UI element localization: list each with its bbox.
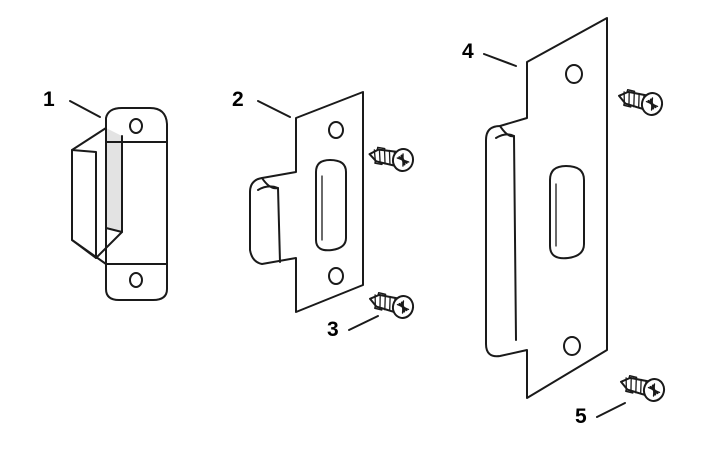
- callout-5: 5: [575, 405, 587, 428]
- callout-2: 2: [232, 88, 244, 111]
- callout-3: 3: [327, 318, 339, 341]
- leader-line-2: [257, 100, 291, 118]
- long-strike-plate-icon: [485, 17, 608, 399]
- box-strike-icon: [71, 107, 168, 301]
- short-lip-strike-plate-icon: [249, 91, 364, 313]
- wood-screw-icon: [366, 286, 417, 322]
- leader-line-4: [483, 53, 517, 67]
- callout-4: 4: [462, 40, 474, 63]
- leader-line-1: [69, 100, 101, 118]
- callout-1: 1: [43, 88, 55, 111]
- leader-line-5: [596, 402, 626, 418]
- wood-screw-icon: [615, 83, 666, 119]
- wood-screw-icon: [366, 142, 416, 174]
- leader-line-3: [348, 315, 379, 331]
- wood-screw-icon: [617, 369, 668, 405]
